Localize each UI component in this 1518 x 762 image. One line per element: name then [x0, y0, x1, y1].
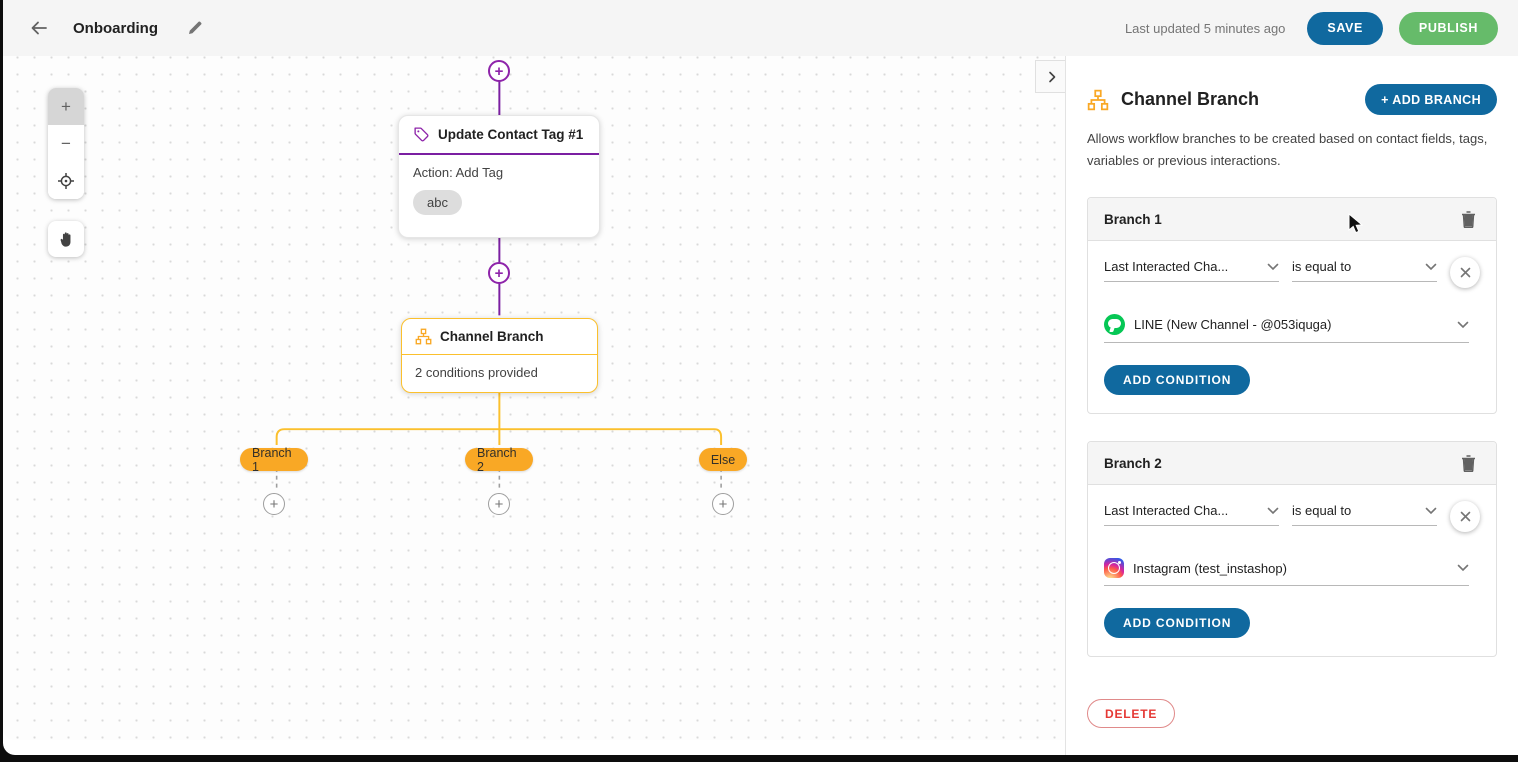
collapse-panel-button[interactable] [1035, 60, 1068, 93]
branch-2-card: Branch 2 Last Interacted Cha... is equal… [1087, 441, 1497, 658]
node2-header: Channel Branch [402, 319, 597, 355]
branch-2-operator-select[interactable]: is equal to [1292, 503, 1438, 527]
panel-header: Channel Branch + ADD BRANCH [1087, 84, 1497, 115]
line-channel-icon [1104, 314, 1125, 336]
delete-step-button[interactable]: DELETE [1087, 699, 1176, 728]
branch-1-name: Branch 1 [1104, 211, 1162, 227]
workflow-canvas[interactable]: + − + Update Contact Tag #1 Action: Add … [3, 56, 1068, 740]
chevron-right-icon [1049, 71, 1056, 82]
conditions-summary: 2 conditions provided [415, 365, 538, 380]
node1-header: Update Contact Tag #1 [399, 116, 599, 155]
branch-1-add-condition-button[interactable]: ADD CONDITION [1104, 365, 1251, 396]
field-select-value: Last Interacted Cha... [1104, 503, 1229, 519]
node1-body: Action: Add Tag abc [399, 155, 599, 229]
trash-icon [1462, 454, 1475, 472]
branch-2-name: Branch 2 [1104, 455, 1162, 471]
pencil-icon [189, 21, 202, 34]
add-step-branch1-button[interactable]: + [263, 493, 285, 515]
panel-title: Channel Branch [1121, 89, 1260, 109]
last-updated-text: Last updated 5 minutes ago [1124, 20, 1286, 36]
zoom-in-icon: + [61, 96, 71, 116]
branch-2-condition-row: Last Interacted Cha... is equal to [1104, 501, 1480, 533]
chevron-down-icon [1426, 507, 1437, 514]
branch-1-body: Last Interacted Cha... is equal to LINE … [1088, 241, 1496, 413]
channel-select-value: LINE (New Channel - @053iquga) [1134, 317, 1332, 333]
branch-1-card: Branch 1 Last Interacted Cha... is equal… [1087, 197, 1497, 415]
add-branch-button[interactable]: + ADD BRANCH [1365, 84, 1497, 115]
hand-pan-icon [60, 231, 70, 247]
close-icon [1460, 511, 1470, 522]
node2-title: Channel Branch [440, 329, 544, 344]
branch-pill-else[interactable]: Else [699, 448, 747, 471]
zoom-toolbar: + − [48, 88, 84, 199]
add-step-button-top[interactable]: + [488, 60, 510, 82]
operator-select-value: is equal to [1292, 503, 1352, 519]
branch-2-channel-select[interactable]: Instagram (test_instashop) [1104, 558, 1469, 587]
delete-branch-1-button[interactable] [1457, 207, 1480, 232]
center-target-icon [58, 172, 74, 189]
branch-1-header: Branch 1 [1088, 198, 1496, 242]
top-bar: Onboarding Last updated 5 minutes ago SA… [3, 0, 1518, 56]
close-icon [1460, 267, 1470, 278]
pan-tool-button[interactable] [48, 221, 84, 257]
chevron-down-icon [1457, 321, 1469, 328]
branch-icon [1087, 89, 1109, 110]
field-select-value: Last Interacted Cha... [1104, 259, 1229, 275]
workflow-title: Onboarding [73, 19, 158, 37]
trash-icon [1462, 210, 1475, 228]
config-panel: Channel Branch + ADD BRANCH Allows workf… [1065, 56, 1518, 755]
chevron-down-icon [1457, 564, 1469, 572]
publish-button[interactable]: PUBLISH [1398, 11, 1498, 45]
app-window: Onboarding Last updated 5 minutes ago SA… [3, 0, 1518, 755]
branch-1-channel-select[interactable]: LINE (New Channel - @053iquga) [1104, 314, 1469, 344]
back-button[interactable] [23, 12, 55, 44]
zoom-out-icon: − [61, 133, 71, 153]
add-step-else-button[interactable]: + [712, 493, 734, 515]
instagram-channel-icon [1104, 558, 1124, 579]
chevron-down-icon [1267, 263, 1279, 270]
branch-1-operator-select[interactable]: is equal to [1292, 259, 1438, 283]
chevron-down-icon [1267, 507, 1279, 514]
branch-2-field-select[interactable]: Last Interacted Cha... [1104, 503, 1279, 527]
chevron-down-icon [1426, 263, 1437, 270]
tag-icon [414, 127, 429, 142]
branch-pill-1[interactable]: Branch 1 [240, 446, 308, 474]
zoom-out-button[interactable]: − [48, 125, 84, 162]
add-step-branch2-button[interactable]: + [488, 493, 510, 515]
remove-condition-button[interactable] [1450, 501, 1480, 533]
tag-chip: abc [413, 190, 462, 215]
delete-branch-2-button[interactable] [1457, 451, 1480, 476]
save-button[interactable]: SAVE [1307, 11, 1383, 45]
center-view-button[interactable] [48, 162, 84, 199]
node1-action-text: Action: Add Tag [413, 165, 504, 180]
branch-pill-2[interactable]: Branch 2 [465, 446, 533, 474]
add-step-button-middle[interactable]: + [488, 262, 510, 284]
operator-select-value: is equal to [1292, 259, 1352, 275]
node-update-contact-tag[interactable]: Update Contact Tag #1 Action: Add Tag ab… [398, 115, 600, 238]
branch-2-header: Branch 2 [1088, 442, 1496, 486]
branch-1-field-select[interactable]: Last Interacted Cha... [1104, 259, 1279, 283]
topbar-actions: Last updated 5 minutes ago SAVE PUBLISH [1124, 11, 1498, 45]
branch-1-condition-row: Last Interacted Cha... is equal to [1104, 257, 1480, 289]
node2-body: 2 conditions provided [402, 355, 597, 392]
node-channel-branch[interactable]: Channel Branch 2 conditions provided [401, 318, 598, 393]
remove-condition-button[interactable] [1450, 257, 1480, 289]
branch-icon [415, 328, 432, 345]
channel-select-value: Instagram (test_instashop) [1133, 560, 1287, 576]
zoom-in-button[interactable]: + [48, 88, 84, 125]
node1-title: Update Contact Tag #1 [438, 127, 584, 142]
panel-description: Allows workflow branches to be created b… [1087, 131, 1488, 169]
arrow-left-icon [31, 21, 47, 35]
branch-2-body: Last Interacted Cha... is equal to Insta… [1088, 485, 1496, 656]
branch-2-add-condition-button[interactable]: ADD CONDITION [1104, 608, 1251, 639]
edit-title-button[interactable] [180, 13, 210, 43]
